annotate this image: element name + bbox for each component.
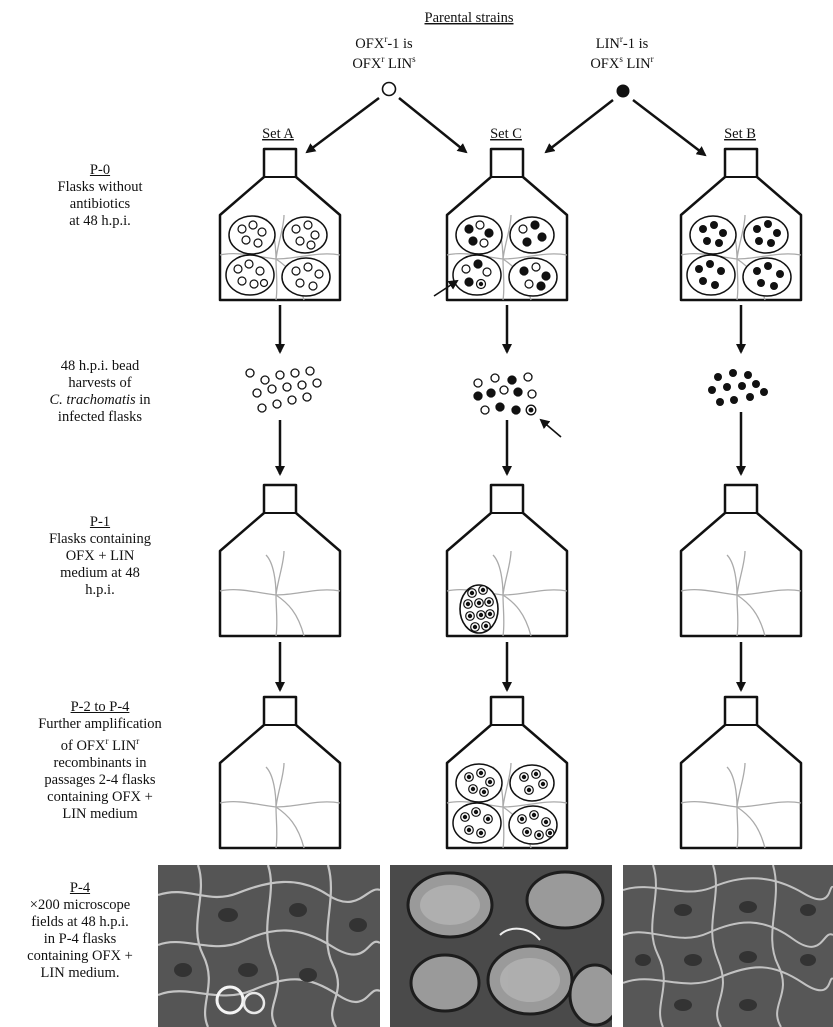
p4-line-5: LIN medium.: [0, 965, 160, 982]
flask-p1-set-b: [681, 485, 801, 636]
flask-p0-set-b: [681, 149, 801, 300]
harvest-tail: in: [136, 392, 151, 408]
flask-p2-set-b: [681, 697, 801, 848]
arrow-lin-to-setc: [546, 100, 613, 152]
strain2-label-line2: OFXs LINr: [590, 54, 653, 72]
p4-line-1: ×200 microscope: [0, 897, 160, 914]
flask-p1-set-c: [447, 485, 567, 636]
p2-line-1: Further amplification: [0, 716, 200, 733]
arrow-ofx-to-setc: [399, 98, 466, 152]
pointer-arrow-recombinant-particle: [541, 420, 561, 437]
p2-line-2a: of OFX: [61, 738, 106, 754]
arrow-lin-to-setb: [633, 100, 705, 155]
flask-p2-set-c: [447, 697, 567, 848]
harvest-label: 48 h.p.i. bead harvests of C. trachomati…: [0, 358, 200, 426]
micrograph-set-a: [158, 865, 380, 1027]
p2-line-2: of OFXr LINr: [0, 733, 200, 755]
flask-p1-set-a: [220, 485, 340, 636]
micrograph-set-b: [623, 865, 833, 1027]
p2-line-6: LIN medium: [0, 806, 200, 823]
p4-label: P-4 ×200 microscope fields at 48 h.p.i. …: [0, 880, 160, 982]
p4-line-2: fields at 48 h.p.i.: [0, 914, 160, 931]
harvest-line-4: infected flasks: [0, 409, 200, 426]
p1-line-3: medium at 48: [0, 565, 200, 582]
p1-label: P-1 Flasks containing OFX + LIN medium a…: [0, 514, 200, 599]
harvest-set-b: [708, 369, 768, 406]
strain1-label-line1: OFXr-1 is: [355, 34, 413, 52]
p4-title: P-4: [0, 880, 160, 897]
harvest-species: C. trachomatis: [49, 392, 135, 408]
p0-line-3: at 48 h.p.i.: [0, 213, 200, 230]
p4-line-3: in P-4 flasks: [0, 931, 160, 948]
set-b-label: Set B: [724, 126, 756, 142]
set-a-label: Set A: [262, 126, 294, 142]
p2-title: P-2 to P-4: [0, 699, 200, 716]
p2-line-4: passages 2-4 flasks: [0, 772, 200, 789]
harvest-line-1: 48 h.p.i. bead: [0, 358, 200, 375]
open-circle-symbol: [383, 83, 396, 96]
strain2-label-line1: LINr-1 is: [596, 34, 649, 52]
p0-line-1: Flasks without: [0, 179, 200, 196]
harvest-set-a: [246, 367, 321, 412]
arrow-ofx-to-seta: [307, 98, 379, 152]
flask-p2-set-a: [220, 697, 340, 848]
p0-label: P-0 Flasks without antibiotics at 48 h.p…: [0, 162, 200, 230]
p1-title: P-1: [0, 514, 200, 531]
set-c-label: Set C: [490, 126, 522, 142]
harvest-set-c: [474, 373, 536, 415]
micrograph-set-c: [390, 865, 612, 1027]
filled-circle-symbol: [617, 85, 630, 98]
harvest-line-3: C. trachomatis in: [0, 392, 200, 409]
p1-line-1: Flasks containing: [0, 531, 200, 548]
p1-line-4: h.p.i.: [0, 582, 200, 599]
p1-line-2: OFX + LIN: [0, 548, 200, 565]
strain1-label-line2: OFXr LINs: [352, 54, 416, 72]
flask-p0-set-c: [447, 149, 567, 300]
p2-line-5: containing OFX +: [0, 789, 200, 806]
p2-label: P-2 to P-4 Further amplification of OFXr…: [0, 699, 200, 823]
p2-sup-2: r: [136, 736, 139, 746]
p4-line-4: containing OFX +: [0, 948, 160, 965]
flask-p0-set-a: [220, 149, 340, 300]
p2-line-2b: LIN: [108, 738, 136, 754]
parental-strains-title: Parental strains: [425, 10, 514, 26]
p0-title: P-0: [0, 162, 200, 179]
harvest-line-2: harvests of: [0, 375, 200, 392]
p2-line-3: recombinants in: [0, 755, 200, 772]
p0-line-2: antibiotics: [0, 196, 200, 213]
